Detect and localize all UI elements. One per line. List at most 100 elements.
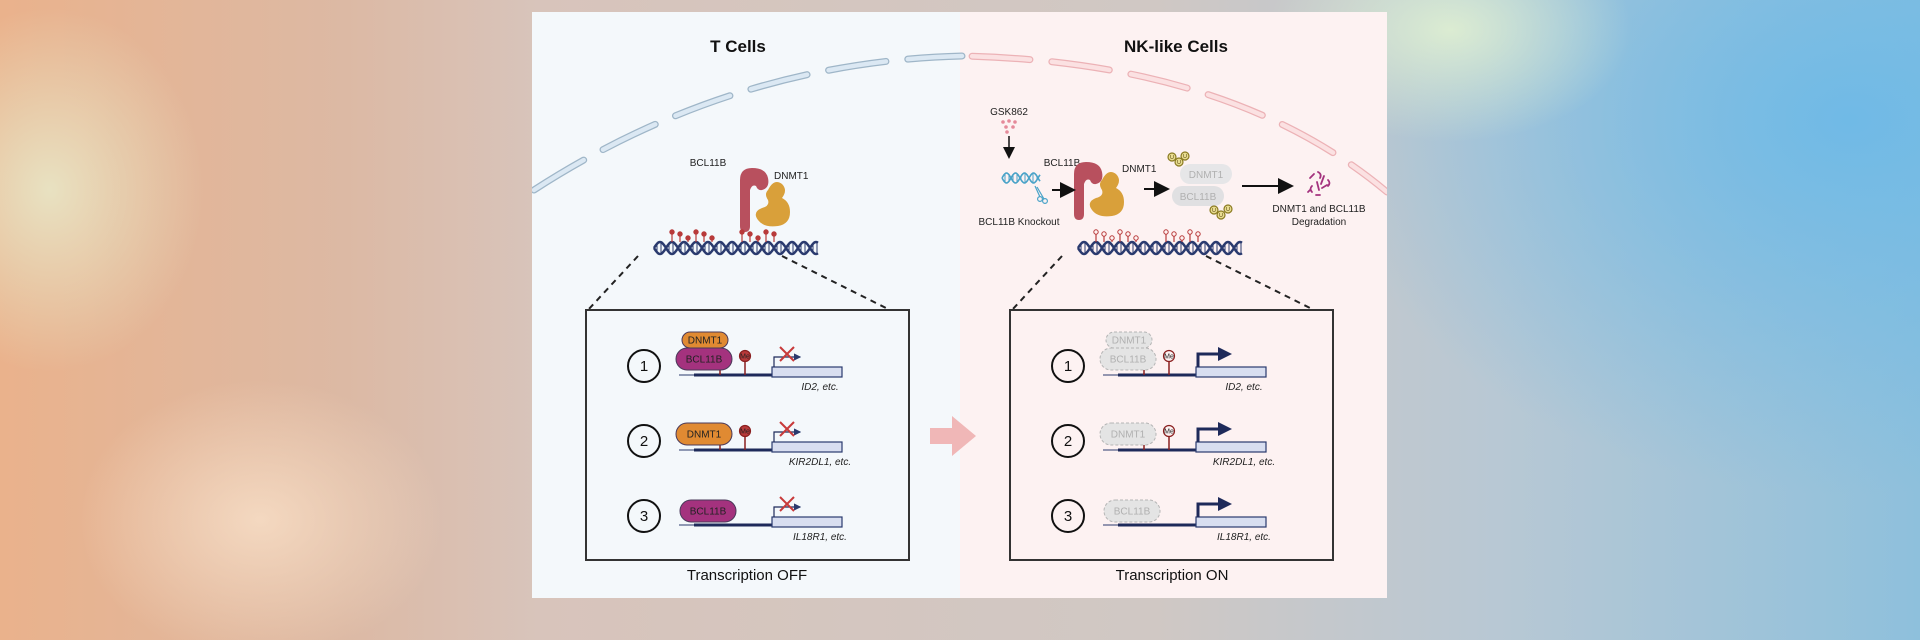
dnmt1-label-right: DNMT1 <box>1122 164 1157 175</box>
methyl-mark <box>1101 231 1107 242</box>
dnmt1-label-left: DNMT1 <box>774 171 809 182</box>
row-number: 3 <box>640 508 648 525</box>
gene-body <box>771 366 843 378</box>
svg-text:U: U <box>1226 207 1230 213</box>
methyl-mark <box>1195 231 1201 242</box>
ubiquitin-icon: U <box>1174 157 1184 167</box>
row-number: 1 <box>640 358 648 375</box>
bcl11b-label-right: BCL11B <box>1044 158 1081 169</box>
methyl-mark <box>701 231 707 242</box>
svg-text:DNMT1: DNMT1 <box>1111 430 1146 441</box>
transition-arrow <box>930 416 976 456</box>
methyl-mark <box>1093 229 1099 242</box>
tss-arrow-icon <box>1218 422 1232 436</box>
diagram-svg: T Cells NK-like Cells BCL11B DNMT1 GSK86… <box>532 37 1387 584</box>
degradation-label-line1: DNMT1 and BCL11B <box>1272 204 1366 215</box>
svg-text:DNMT1: DNMT1 <box>688 336 723 347</box>
methylation-marks-right-unmethylated <box>1093 229 1201 242</box>
knockout-dna-icon <box>1001 172 1041 184</box>
ubiquitin-icon: U <box>1167 152 1177 162</box>
row-number: 2 <box>1064 433 1072 450</box>
methyl-me-icon: Me <box>1162 349 1176 375</box>
gene-label: KIR2DL1, etc. <box>1213 457 1275 468</box>
ubiquitin-chain-bottom-icon: UUU <box>1209 204 1233 220</box>
methyl-mark <box>669 229 675 242</box>
row-number-circle <box>627 349 661 383</box>
svg-text:DNMT1: DNMT1 <box>1112 336 1147 347</box>
svg-text:BCL11B: BCL11B <box>1114 507 1151 518</box>
bcl11b-protein-icon <box>740 168 769 232</box>
row-number-circle <box>627 424 661 458</box>
methyl-mark <box>693 229 699 242</box>
promoter-box-left <box>585 309 910 561</box>
row-number-circle <box>1051 499 1085 533</box>
methyl-mark <box>685 235 691 242</box>
methyl-mark <box>1171 231 1177 242</box>
gene-label: ID2, etc. <box>1225 382 1262 393</box>
dnmt1-binding-box: DNMT1 <box>1105 331 1153 349</box>
ubiquitin-icon: U <box>1223 204 1233 214</box>
methyl-mark <box>755 235 761 242</box>
dna-helix-right <box>1076 240 1243 256</box>
row-number-circle <box>1051 424 1085 458</box>
svg-text:U: U <box>1177 160 1181 166</box>
gsk862-molecule-icon <box>1001 119 1017 134</box>
methyl-mark <box>1133 235 1139 242</box>
t-cells-background <box>532 12 960 598</box>
svg-text:U: U <box>1183 154 1187 160</box>
blocked-x-icon <box>779 496 795 512</box>
dnmt1-protein-icon <box>755 182 790 227</box>
svg-text:Me: Me <box>1164 429 1174 436</box>
methyl-me-icon: Me <box>738 424 752 450</box>
gene-label: ID2, etc. <box>801 382 838 393</box>
svg-text:Me: Me <box>740 429 750 436</box>
svg-text:U: U <box>1219 213 1223 219</box>
gene-body <box>771 441 843 453</box>
ubiquitinated-bcl11b: BCL11B <box>1172 186 1224 206</box>
dnmt1-binding-box: DNMT1 <box>675 422 733 446</box>
figure-panel: T Cells NK-like Cells BCL11B DNMT1 GSK86… <box>532 12 1387 598</box>
methyl-mark <box>677 231 683 242</box>
scissors-icon <box>1034 185 1049 205</box>
ubiquitin-icon: U <box>1209 205 1219 215</box>
knockout-label: BCL11B Knockout <box>979 217 1060 228</box>
svg-text:BCL11B: BCL11B <box>1110 355 1147 366</box>
cell-membrane-right <box>958 52 1387 196</box>
bcl11b-label-left: BCL11B <box>690 158 727 169</box>
nk-cells-background <box>960 12 1387 598</box>
methyl-mark <box>739 229 745 242</box>
methyl-mark <box>1125 231 1131 242</box>
tss-arrow-icon <box>1218 347 1232 361</box>
ubiquitin-icon: U <box>1180 151 1190 161</box>
zoom-guide-lines <box>587 255 1315 311</box>
gene-label: IL18R1, etc. <box>1217 532 1271 543</box>
svg-text:BCL11B: BCL11B <box>1180 192 1217 203</box>
svg-text:Me: Me <box>1164 354 1174 361</box>
ubiquitin-icon: U <box>1216 210 1226 220</box>
gene-body <box>771 516 843 528</box>
gene-body <box>1195 516 1267 528</box>
methylation-marks-left <box>669 229 777 242</box>
blocked-x-icon <box>779 421 795 437</box>
row-number: 3 <box>1064 508 1072 525</box>
bcl11b-binding-box: BCL11B <box>675 347 733 371</box>
bcl11b-protein-icon-right <box>1074 162 1103 220</box>
gene-label: KIR2DL1, etc. <box>789 457 851 468</box>
row-number: 2 <box>640 433 648 450</box>
svg-text:DNMT1: DNMT1 <box>687 430 722 441</box>
methyl-mark <box>747 231 753 242</box>
gsk862-label: GSK862 <box>990 107 1028 118</box>
tss-arrow-icon <box>773 503 802 517</box>
methyl-mark <box>1187 229 1193 242</box>
promoter-box-right <box>1009 309 1334 561</box>
gene-body <box>1195 441 1267 453</box>
svg-text:BCL11B: BCL11B <box>690 507 727 518</box>
methyl-mark <box>1179 235 1185 242</box>
